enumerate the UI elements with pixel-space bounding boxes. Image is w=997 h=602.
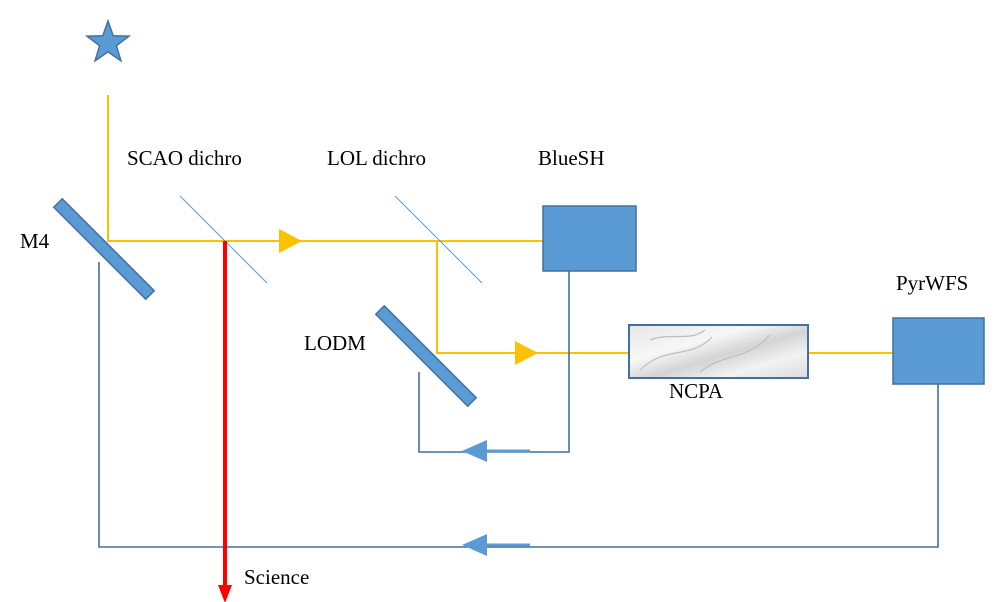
- beam-arrow-1: [279, 229, 302, 253]
- label-lol-dichro: LOL dichro: [327, 146, 426, 170]
- pyrwfs-box: [892, 317, 985, 385]
- scao-dichroic: [179, 195, 268, 284]
- ncpa-texture: [639, 329, 771, 373]
- label-science: Science: [244, 565, 309, 589]
- incoming-beam: [107, 95, 543, 242]
- arrow-left-middle-icon: [462, 440, 487, 462]
- label-ncpa: NCPA: [669, 379, 724, 403]
- science-arrow-icon: [218, 585, 232, 602]
- lol-dichroic: [394, 195, 483, 284]
- ncpa-element: [628, 324, 809, 379]
- label-scao-dichro: SCAO dichro: [127, 146, 242, 170]
- m4-mirror: [52, 197, 156, 301]
- label-m4: M4: [20, 229, 50, 253]
- bluesh-box: [542, 205, 637, 272]
- lodm-mirror: [374, 304, 478, 408]
- pyrwfs-to-m4-line: [98, 262, 939, 548]
- label-bluesh: BlueSH: [538, 146, 605, 170]
- beam-arrow-2: [515, 341, 538, 365]
- bluesh-to-lodm-line: [418, 271, 570, 453]
- label-pyrwfs: PyrWFS: [896, 271, 968, 295]
- star-icon: [84, 18, 132, 63]
- label-lodm: LODM: [304, 331, 366, 355]
- arrow-left-bottom-icon: [462, 534, 487, 556]
